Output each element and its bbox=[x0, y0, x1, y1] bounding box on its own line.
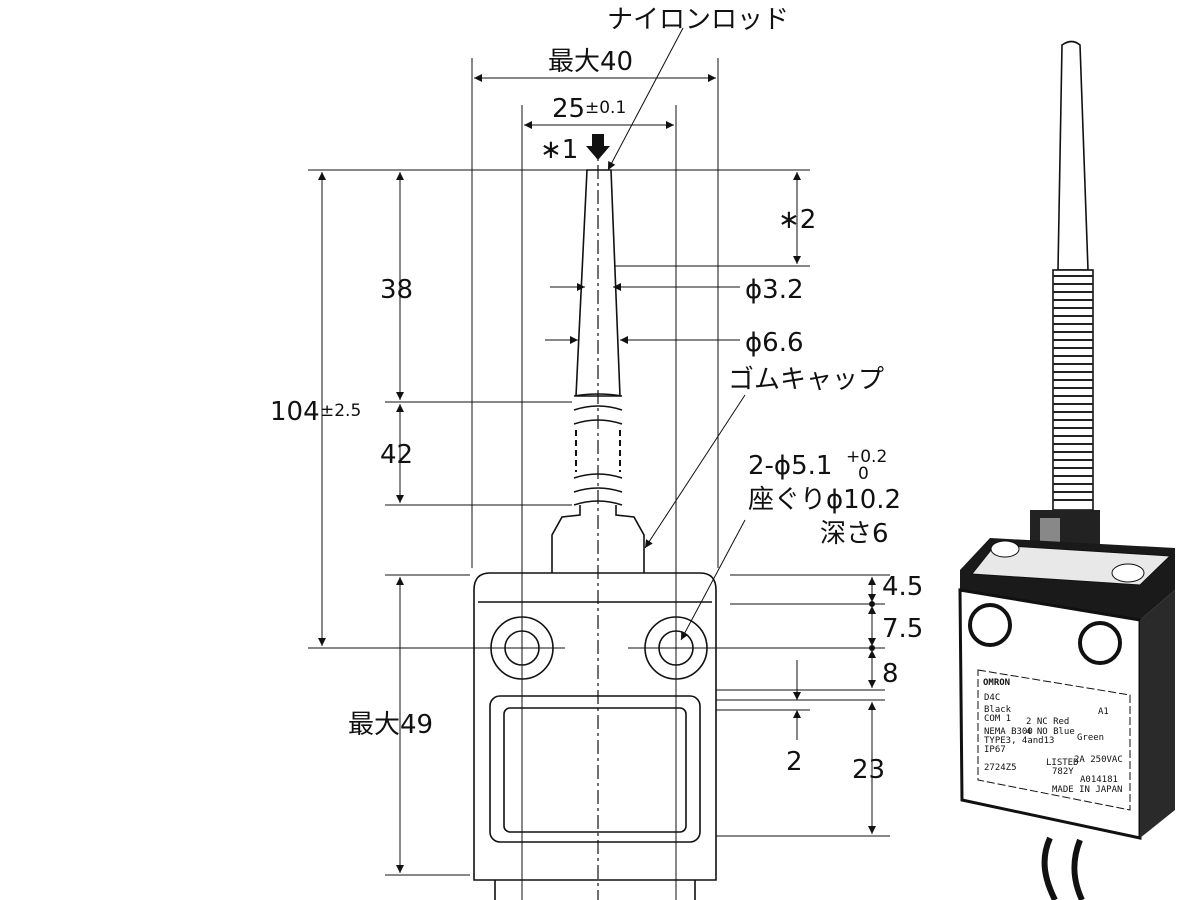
dim104-label: 104 bbox=[270, 397, 320, 427]
dim42-label: 42 bbox=[380, 440, 413, 470]
green-text: Green bbox=[1077, 733, 1104, 743]
hole-spec-label: 2-ϕ5.1 bbox=[748, 451, 832, 481]
phi32-label: ϕ3.2 bbox=[745, 275, 804, 305]
extension-lines bbox=[308, 58, 890, 900]
model-text: D4C bbox=[984, 693, 1000, 703]
nylon-rod-label: ナイロンロッド bbox=[607, 5, 789, 35]
max40-label: 最大40 bbox=[548, 47, 633, 77]
spring bbox=[1052, 269, 1094, 511]
rating-text: 2A 250VAC bbox=[1074, 755, 1123, 765]
dim7-5-label: 7.5 bbox=[882, 614, 923, 644]
no-text: 4 NO Blue bbox=[1026, 727, 1075, 737]
press-direction-arrow-icon bbox=[586, 134, 610, 160]
switch-outline bbox=[473, 169, 717, 900]
rubber-cap-label: ゴムキャップ bbox=[728, 365, 884, 395]
com-text: COM 1 bbox=[984, 714, 1011, 724]
note1-label: ∗1 bbox=[540, 135, 578, 165]
dim38-label: 38 bbox=[380, 275, 413, 305]
tol104-label: ±2.5 bbox=[320, 401, 361, 421]
tol25-label: ±0.1 bbox=[585, 98, 626, 118]
ip-text: IP67 bbox=[984, 745, 1006, 755]
dim4-5-label: 4.5 bbox=[882, 572, 923, 602]
dim23-label: 23 bbox=[852, 755, 885, 785]
listed-no-text: 782Y bbox=[1052, 767, 1074, 777]
dimension-lines bbox=[318, 27, 876, 873]
dim25-label: 25 bbox=[552, 94, 585, 124]
made-in-text: MADE IN JAPAN bbox=[1052, 785, 1122, 795]
dim8-label: 8 bbox=[882, 659, 899, 689]
dimension-labels: ナイロンロッド 最大40 25 ±0.1 ∗1 ∗2 ϕ3.2 ϕ6.6 ゴムキ… bbox=[270, 5, 923, 785]
max49-label: 最大49 bbox=[348, 710, 433, 740]
listed-text: LISTED bbox=[1046, 758, 1079, 768]
counterbore-label: 座ぐりϕ10.2 bbox=[748, 485, 901, 515]
a1-text: A1 bbox=[1098, 707, 1109, 717]
cert-text: A014181 bbox=[1080, 775, 1118, 785]
dim2-label: 2 bbox=[786, 747, 803, 777]
hole-tol-plus: +0.2 bbox=[846, 447, 887, 467]
product-illustration: OMRON D4C A1 Black COM 1 2 NC Red 4 NO B… bbox=[958, 40, 1175, 900]
type-text: TYPE3, 4and13 bbox=[984, 736, 1054, 746]
code-text: 2724Z5 bbox=[984, 763, 1017, 773]
depth-label: 深さ6 bbox=[820, 519, 889, 549]
brand-logo-text: OMRON bbox=[983, 678, 1010, 688]
phi66-label: ϕ6.6 bbox=[745, 328, 804, 358]
nc-text: 2 NC Red bbox=[1026, 717, 1069, 727]
note2-label: ∗2 bbox=[778, 205, 816, 235]
black-text: Black bbox=[984, 705, 1012, 715]
product-nameplate: OMRON D4C A1 Black COM 1 2 NC Red 4 NO B… bbox=[983, 678, 1123, 795]
hole-tol-minus: 0 bbox=[858, 464, 869, 484]
nema-text: NEMA B300 bbox=[984, 727, 1033, 737]
